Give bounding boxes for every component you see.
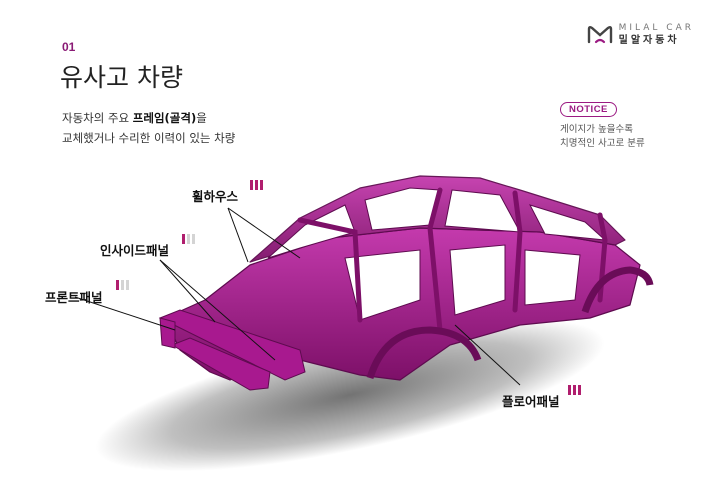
page-title: 유사고 차량: [60, 63, 183, 92]
front-rails: [158, 309, 306, 391]
milal-logo-icon: [587, 26, 612, 44]
frame-pillars: [297, 187, 608, 333]
gauge-bar: [126, 280, 129, 290]
description: 자동차의 주요 프레임(골격)을 교체했거나 수리한 이력이 있는 차량: [62, 108, 235, 148]
description-line-1: 자동차의 주요 프레임(골격)을: [62, 108, 235, 128]
gauge-bar: [255, 180, 258, 190]
gauge-bar: [116, 280, 119, 290]
front-wheel-arch: [366, 326, 482, 380]
notice-line-2: 치명적인 사고로 분류: [560, 138, 645, 149]
gauge-wheelhouse: [250, 180, 263, 190]
gauge-floor-panel: [568, 385, 581, 395]
gauge-bar: [573, 385, 576, 395]
gauge-bar: [192, 234, 195, 244]
gauge-bar: [260, 180, 263, 190]
leader-lines: [74, 207, 521, 386]
gauge-bar: [568, 385, 571, 395]
gauge-inside-panel: [182, 234, 195, 244]
notice-badge: NOTICE: [560, 102, 617, 117]
description-line-2: 교체했거나 수리한 이력이 있는 차량: [62, 131, 236, 145]
notice-line-1: 게이지가 높을수록: [560, 124, 633, 135]
brand-name-ko: 밀알자동차: [618, 35, 680, 46]
gauge-bar: [250, 180, 253, 190]
rear-wheel-arch: [581, 266, 654, 314]
section-number: 01: [62, 40, 76, 54]
notice-box: NOTICE 게이지가 높을수록 치명적인 사고로 분류: [560, 97, 645, 151]
notice-text: 게이지가 높을수록 치명적인 사고로 분류: [560, 123, 645, 151]
description-highlight: 프레임(골격): [132, 111, 197, 125]
gauge-bar: [121, 280, 124, 290]
gauge-bar: [187, 234, 190, 244]
description-text: 을: [196, 111, 207, 125]
gauge-bar: [182, 234, 185, 244]
frame-openings: [267, 187, 607, 321]
brand-name-en: MILAL CAR: [618, 23, 694, 33]
label-floor-panel: 플로어패널: [502, 394, 560, 409]
gauge-bar: [578, 385, 581, 395]
label-wheelhouse: 휠하우스: [192, 189, 239, 204]
brand-logo-block: MILAL CAR 밀알자동차: [587, 24, 694, 46]
gauge-front-panel: [116, 280, 129, 290]
label-inside-panel: 인사이드패널: [100, 243, 170, 258]
description-text: 자동차의 주요: [62, 111, 133, 125]
label-front-panel: 프론트패널: [45, 290, 103, 305]
